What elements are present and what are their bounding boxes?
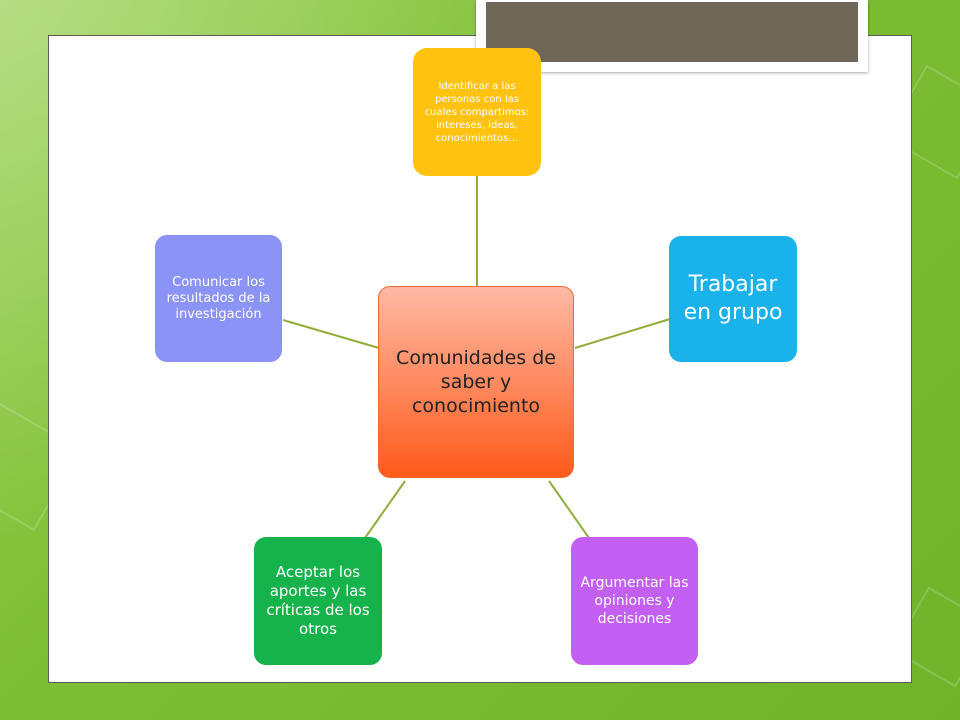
connector-bottom-left [364, 480, 406, 539]
node-identificar-label: Identificar a las personas con las cuale… [424, 80, 530, 144]
connector-right [574, 318, 671, 349]
connector-lines [282, 176, 671, 539]
node-aceptar-label: Aceptar los aportes y las críticas de lo… [266, 563, 370, 638]
node-identificar: Identificar a las personas con las cuale… [413, 48, 541, 176]
node-argumentar: Argumentar las opiniones y decisiones [571, 537, 698, 665]
node-comunicar-label: Comunicar los resultados de la investiga… [166, 274, 271, 322]
node-argumentar-label: Argumentar las opiniones y decisiones [580, 575, 689, 627]
title-placeholder [476, 0, 868, 72]
center-node: Comunidades de saber y conocimiento [378, 286, 574, 478]
node-aceptar: Aceptar los aportes y las críticas de lo… [254, 537, 382, 665]
node-trabajar: Trabajar en grupo [669, 236, 797, 362]
center-node-label: Comunidades de saber y conocimiento [396, 347, 556, 417]
connector-bottom-right [548, 480, 590, 539]
connector-left [282, 319, 380, 349]
node-trabajar-label: Trabajar en grupo [683, 272, 783, 325]
node-comunicar: Comunicar los resultados de la investiga… [155, 235, 282, 362]
title-box [484, 0, 860, 64]
